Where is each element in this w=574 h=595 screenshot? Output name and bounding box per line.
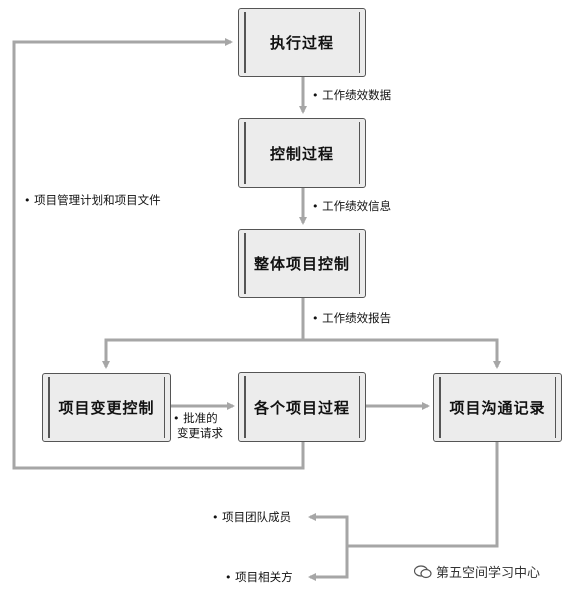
node-each-process: 各个项目过程 <box>238 372 366 442</box>
label-plan-docs-text: 项目管理计划和项目文件 <box>34 193 161 207</box>
label-plan-docs: • 项目管理计划和项目文件 <box>24 193 161 208</box>
arrow-split-to-change <box>102 338 303 369</box>
bullet-mark: • <box>312 312 319 325</box>
label-stakeholders: • 项目相关方 <box>225 570 293 585</box>
label-team-members-text: 项目团队成员 <box>222 510 292 524</box>
bullet-mark: • <box>312 200 319 213</box>
bullet-mark: • <box>225 571 232 584</box>
label-approved-changes: • 批准的 变更请求 <box>173 411 223 441</box>
line-comms-down <box>347 442 499 548</box>
label-team-members: • 项目团队成员 <box>212 510 291 525</box>
watermark: 第五空间学习中心 <box>414 562 540 581</box>
label-work-info-text: 工作绩效信息 <box>322 199 392 213</box>
node-execute-label: 执行过程 <box>269 34 334 52</box>
label-work-data: • 工作绩效数据 <box>312 88 391 103</box>
label-work-report-text: 工作绩效报告 <box>322 311 392 325</box>
node-change-control: 项目变更控制 <box>42 373 171 442</box>
node-control-label: 控制过程 <box>269 144 334 163</box>
arrow-to-stakeholders <box>308 546 349 581</box>
label-stakeholders-text: 项目相关方 <box>235 570 293 584</box>
label-work-report: • 工作绩效报告 <box>312 311 391 326</box>
node-execute-process: 执行过程 <box>238 8 366 77</box>
watermark-text: 第五空间学习中心 <box>436 566 541 581</box>
bullet-mark: • <box>312 89 319 102</box>
wechat-icon <box>414 564 432 578</box>
node-integrated-control: 整体项目控制 <box>238 229 366 298</box>
bullet-mark: • <box>24 194 31 207</box>
node-integrated-label: 整体项目控制 <box>253 255 350 273</box>
label-work-info: • 工作绩效信息 <box>312 199 391 214</box>
label-approved-line2: 变更请求 <box>177 426 223 440</box>
arrow-to-team-members <box>308 513 349 546</box>
arrow-feedback-to-execute <box>12 38 305 470</box>
node-comms-label: 项目沟通记录 <box>449 399 546 417</box>
node-each-label: 各个项目过程 <box>253 398 350 417</box>
bullet-mark: • <box>212 511 219 524</box>
node-control-process: 控制过程 <box>238 118 366 188</box>
bullet-mark: • <box>173 412 180 425</box>
node-change-label: 项目变更控制 <box>58 399 155 417</box>
label-approved-line1: 批准的 <box>183 411 218 425</box>
label-work-data-text: 工作绩效数据 <box>322 88 392 102</box>
arrow-split-to-comms <box>303 338 501 369</box>
node-comms-record: 项目沟通记录 <box>433 373 562 442</box>
